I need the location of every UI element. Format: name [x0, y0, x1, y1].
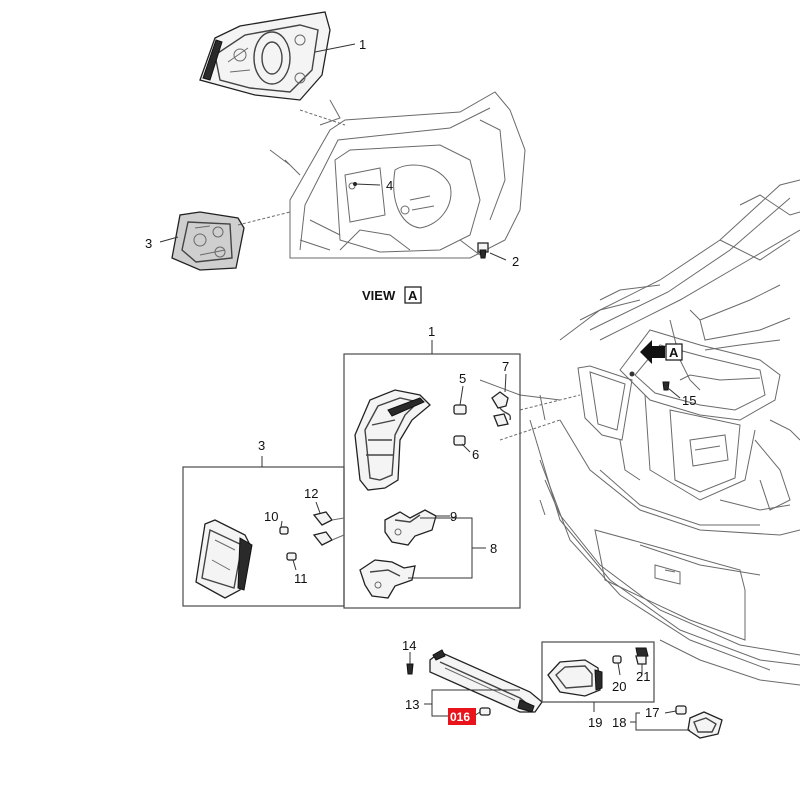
screw-15	[662, 381, 681, 399]
bulb-20	[612, 655, 622, 676]
callout-8: 8	[490, 541, 497, 556]
bulb-5	[453, 385, 467, 415]
callout-2-top: 2	[512, 254, 519, 269]
callout-14: 14	[402, 638, 416, 653]
callout-12: 12	[304, 486, 318, 501]
screw-2	[477, 242, 489, 259]
callout-4-top: 4	[386, 178, 393, 193]
socket-21	[635, 647, 649, 675]
callout-10: 10	[264, 509, 278, 524]
lamp-housing-small	[171, 211, 291, 271]
box-part-3	[182, 466, 345, 607]
callout-15: 15	[682, 393, 696, 408]
bulb-10	[279, 520, 289, 535]
callout-17: 17	[645, 705, 659, 720]
fog-lamp-19	[547, 659, 603, 697]
bracket-9	[384, 509, 437, 546]
bracket-8	[359, 559, 416, 599]
license-bar-lamp	[429, 649, 543, 713]
callout-6: 6	[472, 447, 479, 462]
callout-13: 13	[405, 697, 419, 712]
bulb-6	[453, 435, 471, 453]
highlight-callout-016: 016	[448, 708, 476, 725]
screw-14	[406, 652, 414, 675]
trunk-interior-view	[269, 91, 526, 259]
view-arrow-a: A	[640, 340, 683, 364]
callout-1-top: 1	[359, 37, 366, 52]
callout-5: 5	[459, 371, 466, 386]
vehicle-rear-body	[479, 179, 800, 686]
tail-lamp-housing-rear	[199, 11, 331, 101]
callout-9: 9	[450, 509, 457, 524]
highlight-label: 016	[450, 710, 470, 724]
socket-harness-7	[491, 373, 512, 427]
callout-7: 7	[502, 359, 509, 374]
view-arrow-letter: A	[669, 345, 679, 360]
callout-3-top: 3	[145, 236, 152, 251]
view-label: VIEW	[362, 288, 396, 303]
bulb-016	[473, 707, 491, 717]
license-lamp-18	[687, 711, 723, 739]
callout-18: 18	[612, 715, 626, 730]
callout-1-box: 1	[428, 324, 435, 339]
lamp-housing-3	[195, 519, 253, 599]
callout-11: 11	[294, 571, 308, 586]
box-part-19	[541, 641, 655, 703]
view-label-letter: A	[408, 288, 418, 303]
bulb-11	[286, 552, 297, 571]
tail-lamp-assembly	[354, 389, 431, 491]
callout-3-box: 3	[258, 438, 265, 453]
bulb-17	[675, 705, 687, 715]
callout-21: 21	[636, 669, 650, 684]
socket-12	[312, 501, 345, 546]
callout-20: 20	[612, 679, 626, 694]
callout-19: 19	[588, 715, 602, 730]
